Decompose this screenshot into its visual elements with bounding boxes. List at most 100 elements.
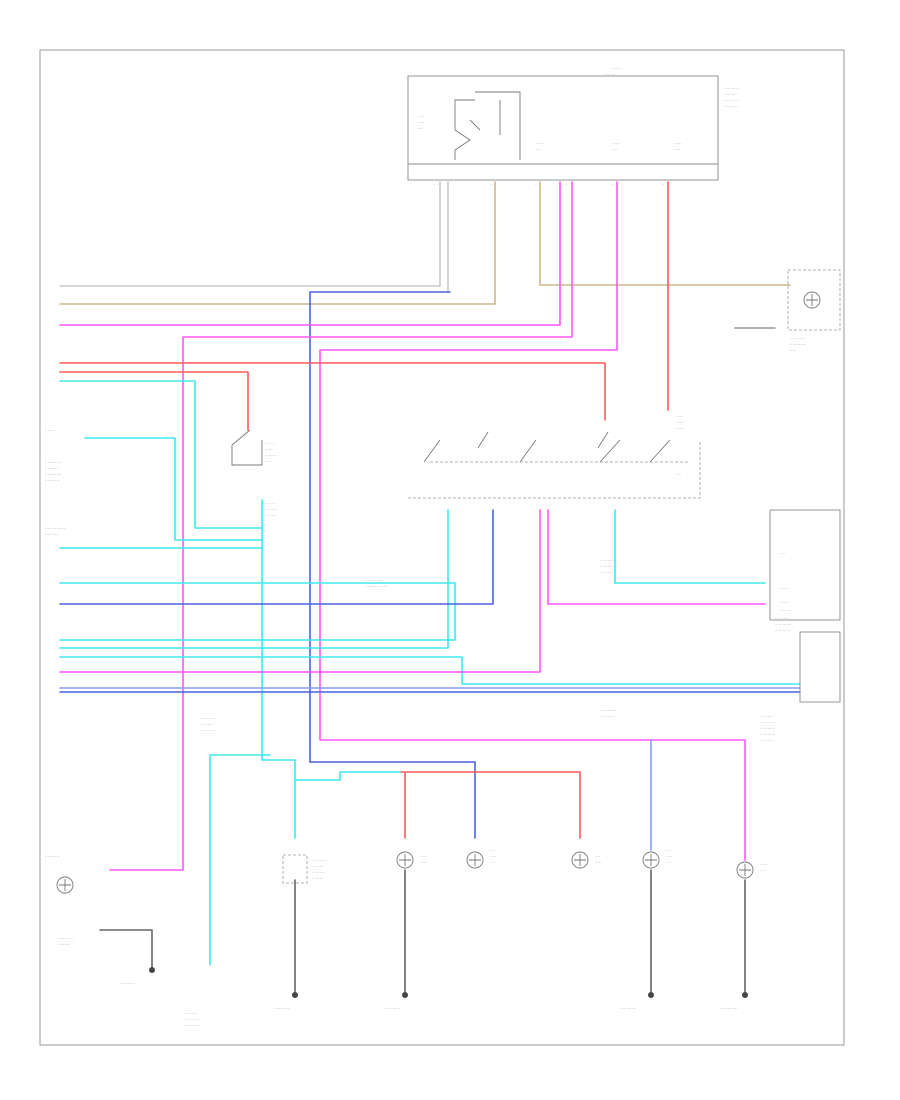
svg-text:·············: ············· — [620, 1007, 636, 1011]
svg-text:·········: ········· — [265, 514, 276, 518]
svg-text:·: · — [50, 380, 51, 384]
lamp-4: ···· ····· ···· — [642, 849, 672, 869]
svg-text:··········: ·········· — [760, 715, 773, 719]
grounds: ············ ············ ············· … — [120, 967, 748, 1028]
svg-text:·······: ······· — [780, 587, 789, 591]
wire-cyan-1 — [59, 380, 263, 529]
svg-text:············: ············ — [724, 87, 739, 91]
svg-text:·: · — [50, 582, 51, 586]
svg-text:·: · — [50, 671, 51, 675]
lamp-5: ······ ···· — [736, 861, 768, 879]
svg-text:·: · — [50, 603, 51, 607]
wire-red-mid — [59, 362, 606, 421]
diagram-frame — [39, 49, 845, 1046]
wire-cyan-6 — [59, 656, 801, 685]
wire-pink-right — [547, 509, 766, 605]
wire-pink-1 — [59, 181, 561, 326]
svg-text:············: ············ — [200, 717, 215, 721]
wire-tan-1 — [59, 181, 496, 305]
svg-text:············: ············ — [185, 1018, 200, 1022]
svg-text:·: · — [50, 303, 51, 307]
svg-text:·····: ····· — [666, 855, 672, 859]
svg-text:··: ·· — [490, 183, 493, 187]
svg-text:············: ············ — [385, 1007, 400, 1011]
lamp-left — [56, 876, 74, 894]
svg-text:·····: ····· — [595, 861, 601, 865]
svg-text:·········: ········· — [312, 877, 323, 881]
svg-text:·····: ····· — [674, 148, 680, 152]
wire-tan-2 — [539, 181, 791, 286]
wire-cyan-5 — [59, 509, 449, 649]
svg-text:·····: ····· — [418, 115, 424, 119]
svg-text:············: ············ — [200, 729, 215, 733]
svg-text:············: ············ — [600, 565, 615, 569]
svg-text:····: ···· — [780, 552, 785, 556]
svg-text:·····: ····· — [676, 415, 682, 419]
svg-text:·: · — [50, 647, 51, 651]
svg-text:··················: ·················· — [365, 585, 388, 589]
svg-text:·······: ······· — [780, 601, 789, 605]
wire-white — [59, 181, 441, 287]
svg-text:············: ············ — [312, 859, 327, 863]
svg-text:········: ········ — [265, 502, 275, 506]
svg-text:·: · — [50, 362, 51, 366]
svg-text:·······: ······· — [676, 421, 685, 425]
svg-text:·············: ············· — [45, 461, 61, 465]
wire-cyan-2 — [84, 437, 263, 541]
svg-text:···········: ··········· — [600, 559, 614, 563]
svg-text:······: ······ — [676, 427, 684, 431]
svg-text:·: · — [50, 324, 51, 328]
svg-text:··········: ·········· — [724, 93, 737, 97]
svg-text:··············: ·············· — [720, 1007, 738, 1011]
svg-text:·······: ······· — [265, 442, 274, 446]
svg-text:········: ········ — [612, 67, 622, 71]
svg-text:·········: ········· — [780, 609, 791, 613]
wire-cyan-4 — [59, 582, 456, 641]
svg-text:··: ·· — [612, 183, 615, 187]
svg-text:·········: ········· — [312, 865, 323, 869]
left-switch: ······· ······ ········· ······ ········… — [231, 429, 278, 518]
svg-text:·········: ········· — [58, 943, 69, 947]
wire-red-bottom — [399, 771, 581, 839]
svg-text:····: ···· — [666, 849, 671, 853]
top-control-module: ········ ········· ············ ········… — [407, 67, 739, 187]
svg-text:····: ···· — [536, 148, 541, 152]
svg-text:·············: ············· — [790, 343, 806, 347]
svg-text:····: ···· — [490, 861, 495, 865]
svg-text:·······: ······· — [45, 429, 54, 433]
svg-text:···········: ··········· — [760, 739, 774, 743]
svg-text:······: ······ — [674, 142, 682, 146]
lamp-1: ····· ····· — [396, 851, 426, 869]
svg-text:····: ···· — [490, 849, 495, 853]
svg-text:····: ···· — [666, 861, 671, 865]
svg-text:············: ············ — [760, 721, 775, 725]
svg-text:·····: ····· — [612, 148, 618, 152]
wire-pink-2 — [109, 181, 573, 871]
wire-blue-1 — [59, 509, 494, 605]
svg-text:····: ···· — [676, 473, 681, 477]
lamp-2: ···· ····· ···· — [466, 849, 496, 869]
right-module-box — [799, 631, 841, 703]
svg-text:············: ············ — [275, 1007, 290, 1011]
svg-text:···········: ··········· — [185, 1024, 199, 1028]
svg-text:··········: ·········· — [600, 571, 613, 575]
svg-text:······: ······ — [612, 142, 620, 146]
right-connector-box — [769, 509, 841, 621]
svg-text:·····: ····· — [418, 121, 424, 125]
svg-text:······: ······ — [760, 863, 768, 867]
svg-text:······: ······ — [536, 142, 544, 146]
svg-text:·: · — [50, 371, 51, 375]
svg-text:·: · — [530, 112, 531, 116]
svg-text:····: ···· — [760, 869, 765, 873]
svg-text:·: · — [50, 285, 51, 289]
svg-text:··: ·· — [565, 183, 568, 187]
switch-assembly: ····· ······· ······ ···· — [408, 415, 701, 499]
svg-text:··········: ·········· — [265, 508, 278, 512]
svg-text:····: ···· — [418, 127, 423, 131]
svg-text:··········: ·········· — [200, 723, 213, 727]
svg-text:············: ············ — [58, 937, 73, 941]
svg-text:·····: ····· — [420, 855, 426, 859]
bottom-module: ············ ········· ··········· ·····… — [282, 854, 327, 884]
svg-text:·: · — [50, 547, 51, 551]
